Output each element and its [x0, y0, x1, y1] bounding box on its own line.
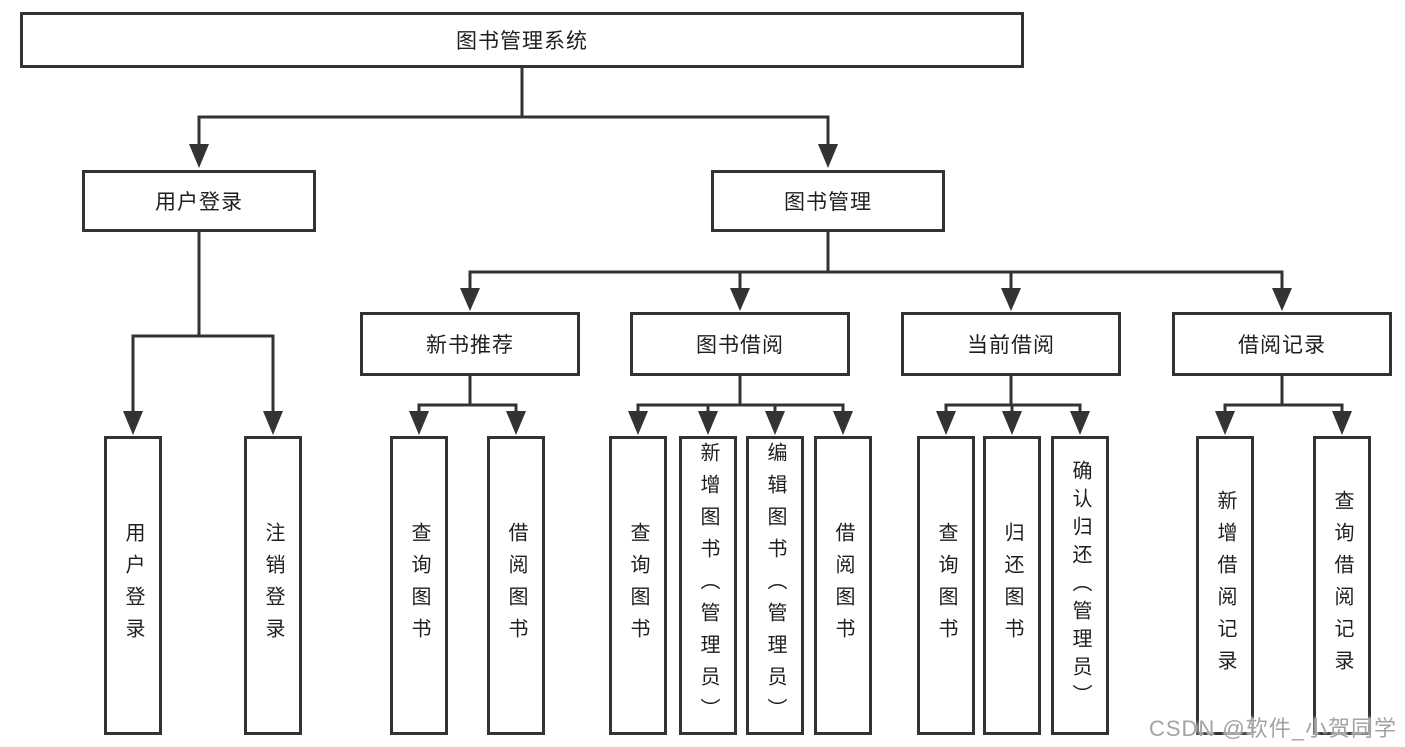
node-user-login: 用户登录 — [82, 170, 316, 232]
leaf-logout: 注销登录 — [244, 436, 302, 735]
node-current-borrow: 当前借阅 — [901, 312, 1121, 376]
leaf-records-query-record: 查询借阅记录 — [1313, 436, 1371, 735]
node-book-management: 图书管理 — [711, 170, 945, 232]
node-borrow-records-label: 借阅记录 — [1238, 334, 1326, 357]
leaf-current-return-books: 归还图书 — [983, 436, 1041, 735]
watermark: CSDN @软件_小贺同学 — [1148, 716, 1397, 741]
leaf-records-add-record: 新增借阅记录 — [1196, 436, 1254, 735]
arrowheads — [123, 144, 1352, 435]
node-book-borrow-label: 图书借阅 — [696, 334, 784, 357]
node-book-management-label: 图书管理 — [784, 191, 872, 214]
leaf-borrow-add-books-admin: 新增图书（管理员） — [679, 436, 737, 735]
leaf-borrow-edit-books-admin: 编辑图书（管理员） — [746, 436, 804, 735]
node-current-borrow-label: 当前借阅 — [967, 334, 1055, 357]
leaf-borrow-query-books: 查询图书 — [609, 436, 667, 735]
node-library-system-label: 图书管理系统 — [456, 30, 588, 53]
leaf-borrow-borrow-books: 借阅图书 — [814, 436, 872, 735]
node-new-book-recommend-label: 新书推荐 — [426, 334, 514, 357]
leaf-user-login: 用户登录 — [104, 436, 162, 735]
leaf-current-query-books: 查询图书 — [917, 436, 975, 735]
node-user-login-label: 用户登录 — [155, 191, 243, 214]
leaf-recommend-borrow-books: 借阅图书 — [487, 436, 545, 735]
node-new-book-recommend: 新书推荐 — [360, 312, 580, 376]
leaf-current-confirm-return-admin: 确认归还（管理员） — [1051, 436, 1109, 735]
leaf-recommend-query-books: 查询图书 — [390, 436, 448, 735]
node-library-system: 图书管理系统 — [20, 12, 1024, 68]
node-borrow-records: 借阅记录 — [1172, 312, 1392, 376]
node-book-borrow: 图书借阅 — [630, 312, 850, 376]
